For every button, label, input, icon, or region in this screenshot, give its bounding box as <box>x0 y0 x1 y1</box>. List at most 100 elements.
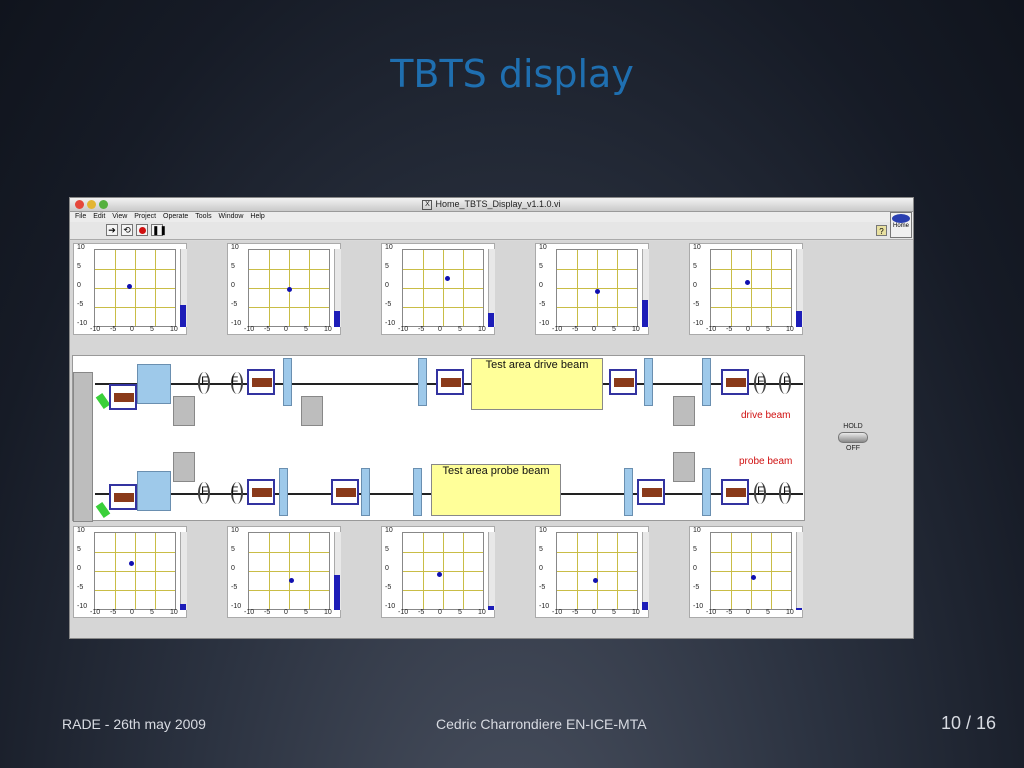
probe-stopper-1 <box>173 452 195 482</box>
toolbar: ➔ ⟲ ❚❚ <box>70 222 913 240</box>
y-tick-label: 10 <box>539 527 547 534</box>
drive-quad-3 <box>609 369 637 395</box>
drive-focus-label-4: F <box>783 374 791 388</box>
x-tick-label: 5 <box>458 609 462 616</box>
x-tick-label: -10 <box>706 609 717 616</box>
plot-grid <box>402 532 484 610</box>
menu-tools[interactable]: Tools <box>195 213 212 220</box>
grid-line <box>711 288 791 289</box>
y-tick-label: 5 <box>539 263 543 270</box>
hold-switch-icon[interactable] <box>838 432 868 443</box>
x-tick-label: -10 <box>244 326 255 333</box>
minimize-window-icon[interactable] <box>87 200 96 209</box>
beamline-diagram: F F Test area drive beam F F drive beam … <box>72 355 805 522</box>
hold-toggle[interactable]: HOLD OFF <box>838 423 868 452</box>
intensity-bar <box>796 249 803 327</box>
y-tick-label: -5 <box>693 584 700 591</box>
pause-icon[interactable]: ❚❚ <box>151 224 168 236</box>
menu-file[interactable]: File <box>75 213 87 220</box>
probe-box-1 <box>137 471 171 511</box>
context-help-icon[interactable]: ? <box>876 225 887 236</box>
x-tick-label: 5 <box>612 609 616 616</box>
probe-lens-3 <box>754 482 766 504</box>
plot-grid <box>710 249 792 327</box>
x-tick-label: -10 <box>244 609 255 616</box>
probe-lens-2 <box>231 482 243 504</box>
y-tick-label: -10 <box>77 320 88 327</box>
x-tick-label: 5 <box>766 609 770 616</box>
x-tick-label: 5 <box>304 326 308 333</box>
drive-lens-1 <box>198 372 210 394</box>
grid-line <box>95 288 175 289</box>
intensity-bar-fill <box>180 603 186 610</box>
y-tick-label: -5 <box>77 584 84 591</box>
y-tick-label: 0 <box>539 282 543 289</box>
x-tick-label: -10 <box>552 609 563 616</box>
x-tick-label: 5 <box>304 609 308 616</box>
x-tick-label: 10 <box>478 609 486 616</box>
y-tick-label: -10 <box>693 320 704 327</box>
test-area-probe[interactable]: Test area probe beam <box>431 464 561 516</box>
x-tick-label: 10 <box>170 609 178 616</box>
grid-line <box>95 571 175 572</box>
grid-line <box>155 533 156 609</box>
intensity-bar-fill <box>334 311 340 327</box>
x-tick-label: -5 <box>572 609 579 616</box>
intensity-bar-fill <box>642 602 648 610</box>
menu-project[interactable]: Project <box>134 213 157 220</box>
home-button[interactable]: Home <box>890 212 912 238</box>
x-tick-label: -5 <box>110 609 117 616</box>
abort-icon[interactable] <box>136 224 148 236</box>
zoom-window-icon[interactable] <box>99 200 108 209</box>
x-tick-label: 5 <box>150 326 154 333</box>
grid-line <box>771 250 772 326</box>
y-tick-label: -5 <box>539 301 546 308</box>
y-tick-label: 0 <box>385 282 389 289</box>
grid-line <box>557 307 637 308</box>
menu-help[interactable]: Help <box>250 213 265 220</box>
drive-bpm-1 <box>283 358 292 406</box>
intensity-bar <box>334 532 341 610</box>
drive-quad-4 <box>721 369 749 395</box>
y-tick-label: 0 <box>231 282 235 289</box>
y-tick-label: 10 <box>693 527 701 534</box>
intensity-bar <box>488 532 495 610</box>
probe-lens-4 <box>779 482 791 504</box>
grid-line <box>617 533 618 609</box>
footer-author: Cedric Charrondiere EN-ICE-MTA <box>436 716 647 732</box>
probe-stopper-2 <box>673 452 695 482</box>
drive-focus-label-2: F <box>231 374 239 388</box>
y-tick-label: 10 <box>539 244 547 251</box>
drive-beam-label: drive beam <box>741 410 791 421</box>
y-tick-label: 10 <box>385 527 393 534</box>
menu-view[interactable]: View <box>112 213 128 220</box>
test-area-drive[interactable]: Test area drive beam <box>471 358 603 410</box>
menu-edit[interactable]: Edit <box>93 213 106 220</box>
grid-line <box>249 571 329 572</box>
run-arrow-icon[interactable]: ➔ <box>106 224 118 236</box>
menu-operate[interactable]: Operate <box>163 213 189 220</box>
drive-lens-3 <box>754 372 766 394</box>
slide-title: TBTS display <box>390 52 634 96</box>
y-tick-label: -10 <box>385 603 396 610</box>
y-tick-label: 5 <box>77 546 81 553</box>
beam-source-block <box>73 372 93 522</box>
intensity-bar <box>642 532 649 610</box>
probe-bpm-1 <box>279 468 288 516</box>
x-tick-label: -5 <box>418 609 425 616</box>
x11-icon: X <box>422 199 433 210</box>
beam-position-dot <box>594 289 600 295</box>
y-tick-label: -10 <box>77 603 88 610</box>
run-continuous-icon[interactable]: ⟲ <box>121 224 133 236</box>
y-tick-label: 5 <box>539 546 543 553</box>
menu-window[interactable]: Window <box>218 213 244 220</box>
grid-line <box>95 307 175 308</box>
close-window-icon[interactable] <box>75 200 84 209</box>
probe-focus-label-2: F <box>231 484 239 498</box>
